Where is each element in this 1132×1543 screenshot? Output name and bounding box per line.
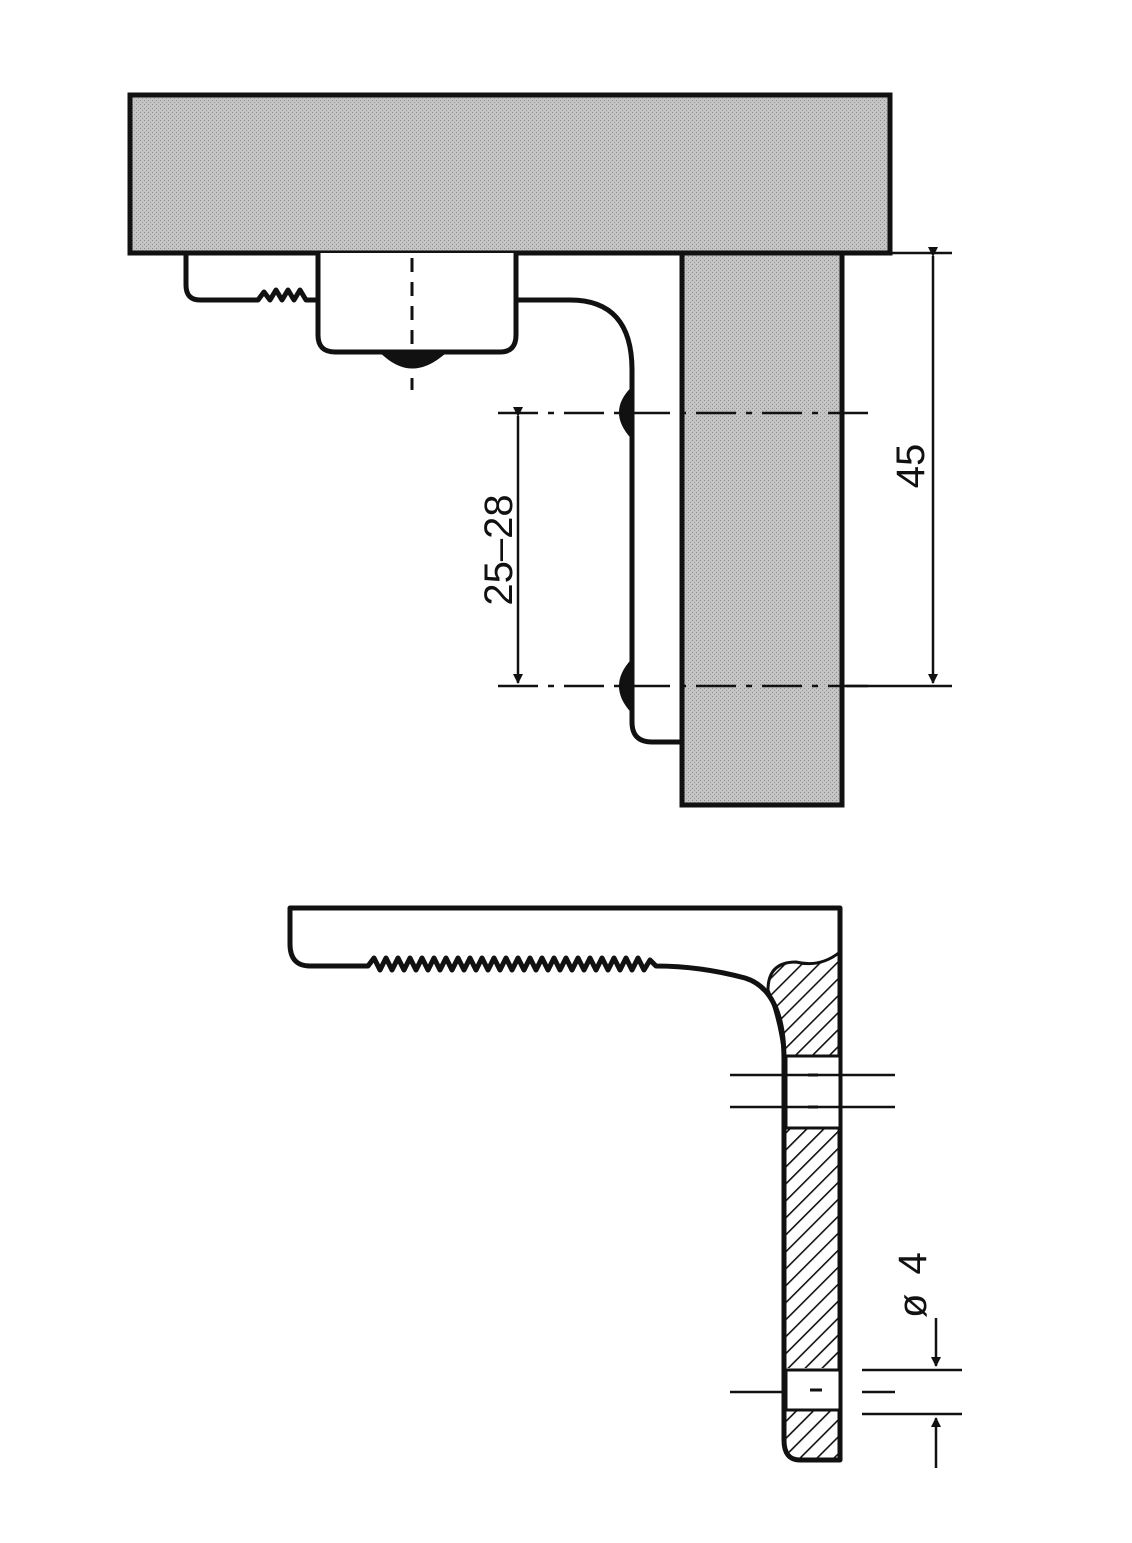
- diameter-value: 4: [891, 1252, 935, 1274]
- serrated-hook: [183, 253, 318, 303]
- dimension-mounting-height: 45: [846, 247, 952, 688]
- mounting-height-label: 45: [889, 444, 933, 489]
- screw-head: [381, 354, 445, 369]
- hatched-foot: [786, 1410, 840, 1458]
- hatched-corner: [766, 948, 842, 1058]
- top-panel: [127, 92, 893, 256]
- rivet-lower: [619, 657, 633, 715]
- bracket-arm: [516, 297, 682, 745]
- upper-hole: [784, 1054, 842, 1130]
- hatched-web: [786, 1128, 840, 1368]
- diameter-symbol: ø: [891, 1294, 935, 1318]
- hole-spacing-label: 25–28: [477, 494, 521, 605]
- bracket-section-view: ø 4: [287, 905, 962, 1468]
- dimension-hole-spacing: 25–28: [477, 407, 523, 684]
- rivet-upper: [619, 385, 633, 441]
- dimension-hole-diameter: ø 4: [862, 1252, 962, 1468]
- hole-diameter-label: ø 4: [891, 1252, 935, 1318]
- connector-block: [315, 253, 519, 355]
- bracket-section-outline: [287, 905, 843, 1463]
- mounted-assembly-view: 25–28 45: [127, 92, 952, 808]
- side-panel: [679, 250, 845, 808]
